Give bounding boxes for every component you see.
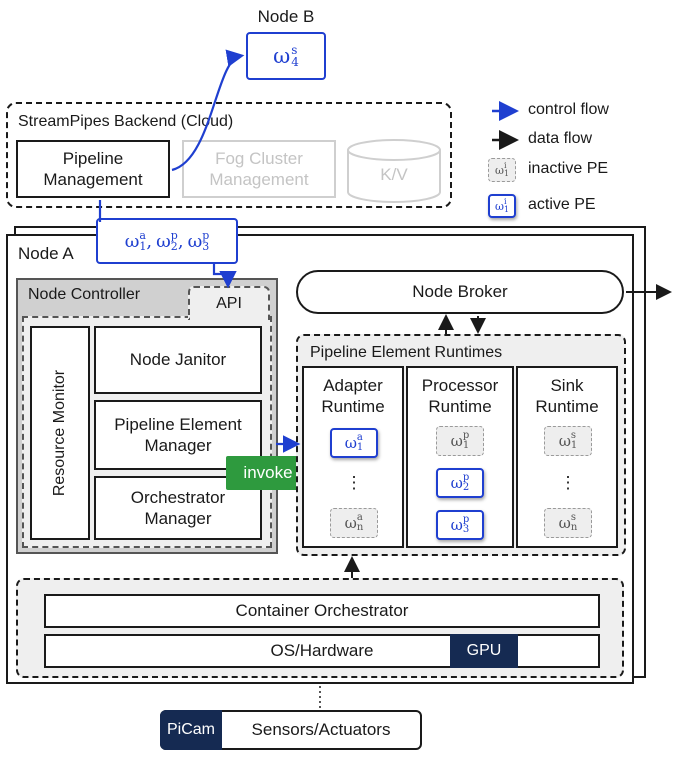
picam-badge: PiCam bbox=[160, 710, 222, 750]
gpu-badge: GPU bbox=[450, 634, 518, 668]
sink-pe-n-sup: s bbox=[570, 512, 577, 523]
adapter-pe-n-sym: ω bbox=[344, 514, 357, 532]
processor-pe-3-sym: ω bbox=[450, 516, 463, 534]
container-orchestrator-label: Container Orchestrator bbox=[235, 601, 409, 621]
orchestrator-manager-label: Orchestrator Manager bbox=[130, 487, 226, 528]
node-janitor[interactable]: Node Janitor bbox=[94, 326, 262, 394]
pipeline-management[interactable]: Pipeline Management bbox=[16, 140, 170, 198]
api-label: API bbox=[216, 295, 242, 312]
adapter-ellipsis: ⋮ bbox=[345, 473, 363, 492]
adapter-pe-1-sub: 1 bbox=[356, 442, 364, 453]
processor-pe-3-sup: p bbox=[462, 514, 470, 525]
legend-inactive-sym: ω bbox=[494, 163, 504, 177]
deploy-sub-1: 1 bbox=[139, 240, 147, 253]
deploy-sym-2: ω bbox=[156, 230, 171, 252]
sink-runtime[interactable] bbox=[516, 366, 618, 548]
fog-cluster-label: Fog Cluster Management bbox=[209, 148, 309, 189]
processor-pe-1-sup: p bbox=[462, 430, 470, 441]
deploy-sym-1: ω bbox=[124, 230, 140, 252]
resource-monitor-label: Resource Monitor bbox=[51, 369, 68, 497]
node-broker-label: Node Broker bbox=[412, 282, 508, 302]
legend-data-flow: data flow bbox=[528, 130, 593, 147]
invoke-label: invoke bbox=[243, 463, 293, 482]
gpu-label: GPU bbox=[466, 642, 502, 659]
sink-runtime-label: Sink Runtime bbox=[535, 376, 599, 417]
pe-runtimes-title: Pipeline Element Runtimes bbox=[310, 344, 503, 361]
sink-pe-n-sym: ω bbox=[558, 514, 571, 532]
sink-pe-1-sym: ω bbox=[558, 432, 571, 450]
adapter-pe-n-sup: a bbox=[356, 512, 363, 523]
pipeline-management-label: Pipeline Management bbox=[43, 148, 143, 189]
os-hardware-label: OS/Hardware bbox=[270, 641, 374, 661]
node-b-symbol: ω bbox=[273, 44, 291, 68]
deploy-sep-2: , bbox=[177, 230, 184, 252]
adapter-pe-1-sup: a bbox=[356, 432, 363, 443]
processor-pe-1-sub: 1 bbox=[462, 440, 470, 451]
legend-inactive-pe: inactive PE bbox=[528, 160, 609, 177]
pe-manager-label: Pipeline Element Manager bbox=[114, 414, 242, 455]
node-b-sub: 4 bbox=[291, 55, 299, 69]
api-tab[interactable]: API bbox=[188, 286, 270, 320]
picam-label: PiCam bbox=[166, 721, 215, 738]
deploy-sep-1: , bbox=[146, 230, 153, 252]
legend-control-flow: control flow bbox=[528, 101, 609, 118]
processor-runtime[interactable] bbox=[406, 366, 514, 548]
node-a-title: Node A bbox=[18, 244, 74, 263]
processor-pe-2-sub: 2 bbox=[462, 482, 470, 493]
adapter-pe-n-sub: n bbox=[356, 522, 364, 533]
processor-pe-2-sym: ω bbox=[450, 474, 463, 492]
container-orchestrator[interactable]: Container Orchestrator bbox=[44, 594, 600, 628]
sensors-label: Sensors/Actuators bbox=[251, 720, 391, 740]
node-janitor-label: Node Janitor bbox=[129, 350, 227, 370]
legend-inactive-sub: 1 bbox=[503, 169, 510, 178]
node-b-sup: s bbox=[291, 43, 298, 57]
sink-pe-1-sub: 1 bbox=[570, 440, 578, 451]
node-controller-title: Node Controller bbox=[28, 286, 141, 303]
deploy-sub-3: 3 bbox=[202, 240, 210, 253]
node-b-title: Node B bbox=[257, 7, 315, 26]
deploy-sub-2: 2 bbox=[170, 240, 178, 253]
legend-active-sub: 1 bbox=[503, 205, 510, 214]
kv-label: K/V bbox=[380, 165, 408, 184]
fog-cluster-management: Fog Cluster Management bbox=[182, 140, 336, 198]
resource-monitor[interactable]: Resource Monitor bbox=[30, 326, 90, 540]
legend-active-sup: i bbox=[503, 197, 507, 206]
processor-pe-3-sub: 3 bbox=[462, 524, 470, 535]
sink-pe-n-sub: n bbox=[570, 522, 578, 533]
adapter-pe-1-sym: ω bbox=[344, 434, 357, 452]
sink-pe-1-sup: s bbox=[570, 430, 577, 441]
backend-title: StreamPipes Backend (Cloud) bbox=[18, 113, 234, 130]
legend-active-pe: active PE bbox=[528, 196, 596, 213]
processor-pe-2-sup: p bbox=[462, 472, 470, 483]
processor-pe-1-sym: ω bbox=[450, 432, 463, 450]
deploy-sym-3: ω bbox=[187, 230, 203, 252]
adapter-runtime-label: Adapter Runtime bbox=[321, 376, 385, 417]
legend-active-sym: ω bbox=[494, 199, 504, 213]
legend-inactive-sup: i bbox=[503, 161, 507, 170]
sink-ellipsis: ⋮ bbox=[559, 473, 577, 492]
processor-runtime-label: Processor Runtime bbox=[421, 376, 499, 417]
node-broker[interactable]: Node Broker bbox=[296, 270, 624, 314]
